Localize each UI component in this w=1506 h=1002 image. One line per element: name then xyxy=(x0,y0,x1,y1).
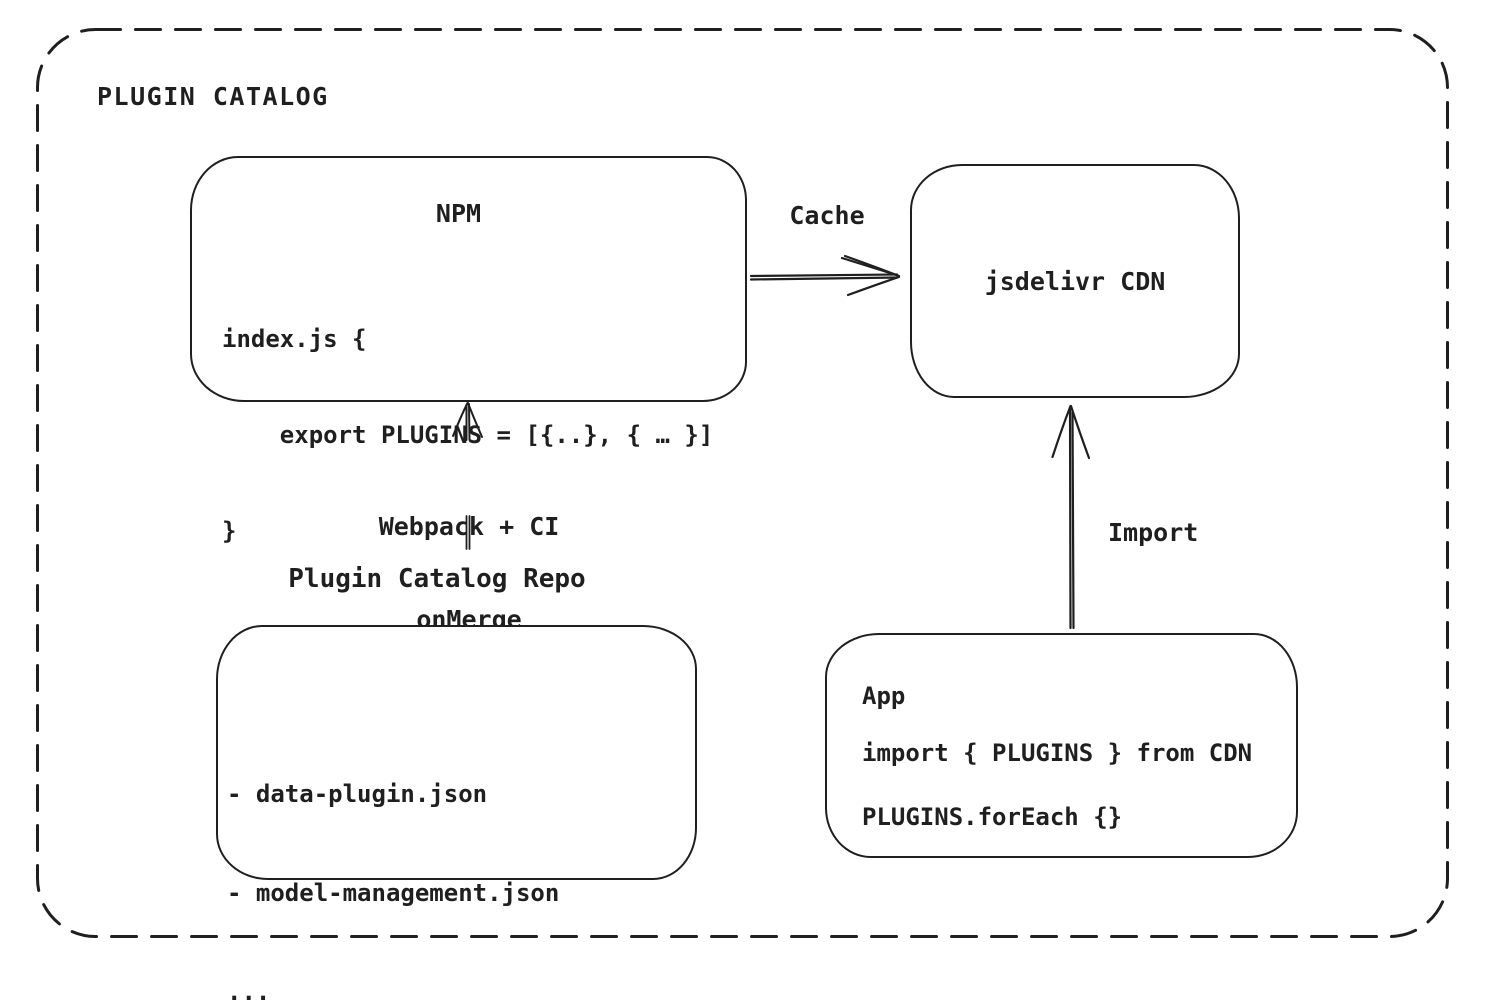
npm-code-line: index.js { xyxy=(222,325,367,353)
import-arrow-label: Import xyxy=(1108,518,1199,547)
diagram-title: PLUGIN CATALOG xyxy=(97,82,329,111)
npm-code-line: export PLUGINS = [{..}, { … }] xyxy=(222,421,714,449)
import-arrow xyxy=(1051,404,1091,630)
node-jsdelivr-cdn: jsdelivr CDN xyxy=(910,164,1240,398)
app-node-title: App xyxy=(862,682,906,710)
cache-arrow xyxy=(749,254,901,297)
node-app: App import { PLUGINS } from CDN PLUGINS.… xyxy=(825,633,1298,858)
npm-code-block: index.js { export PLUGINS = [{..}, { … }… xyxy=(192,259,745,611)
npm-node-title: NPM xyxy=(435,199,482,228)
repo-file-list: - data-plugin.json - model-management.js… xyxy=(218,712,695,1002)
node-plugin-catalog-repo: - data-plugin.json - model-management.js… xyxy=(216,625,697,1002)
repo-file-item: ... xyxy=(227,978,271,1002)
build-arrow-label-line1: Webpack + CI xyxy=(378,512,560,541)
node-npm: NPM index.js { export PLUGINS = [{..}, {… xyxy=(190,156,747,545)
repo-file-item: - data-plugin.json xyxy=(227,780,488,808)
npm-code-line: } xyxy=(222,517,237,545)
app-code-line: PLUGINS.forEach {} xyxy=(862,803,1123,831)
app-code-line: import { PLUGINS } from CDN xyxy=(862,739,1253,767)
cache-arrow-label: Cache xyxy=(789,201,865,230)
repo-node-heading: Plugin Catalog Repo xyxy=(288,564,586,594)
cdn-node-label: jsdelivr CDN xyxy=(984,266,1166,296)
repo-file-item: - model-management.json xyxy=(227,879,560,907)
